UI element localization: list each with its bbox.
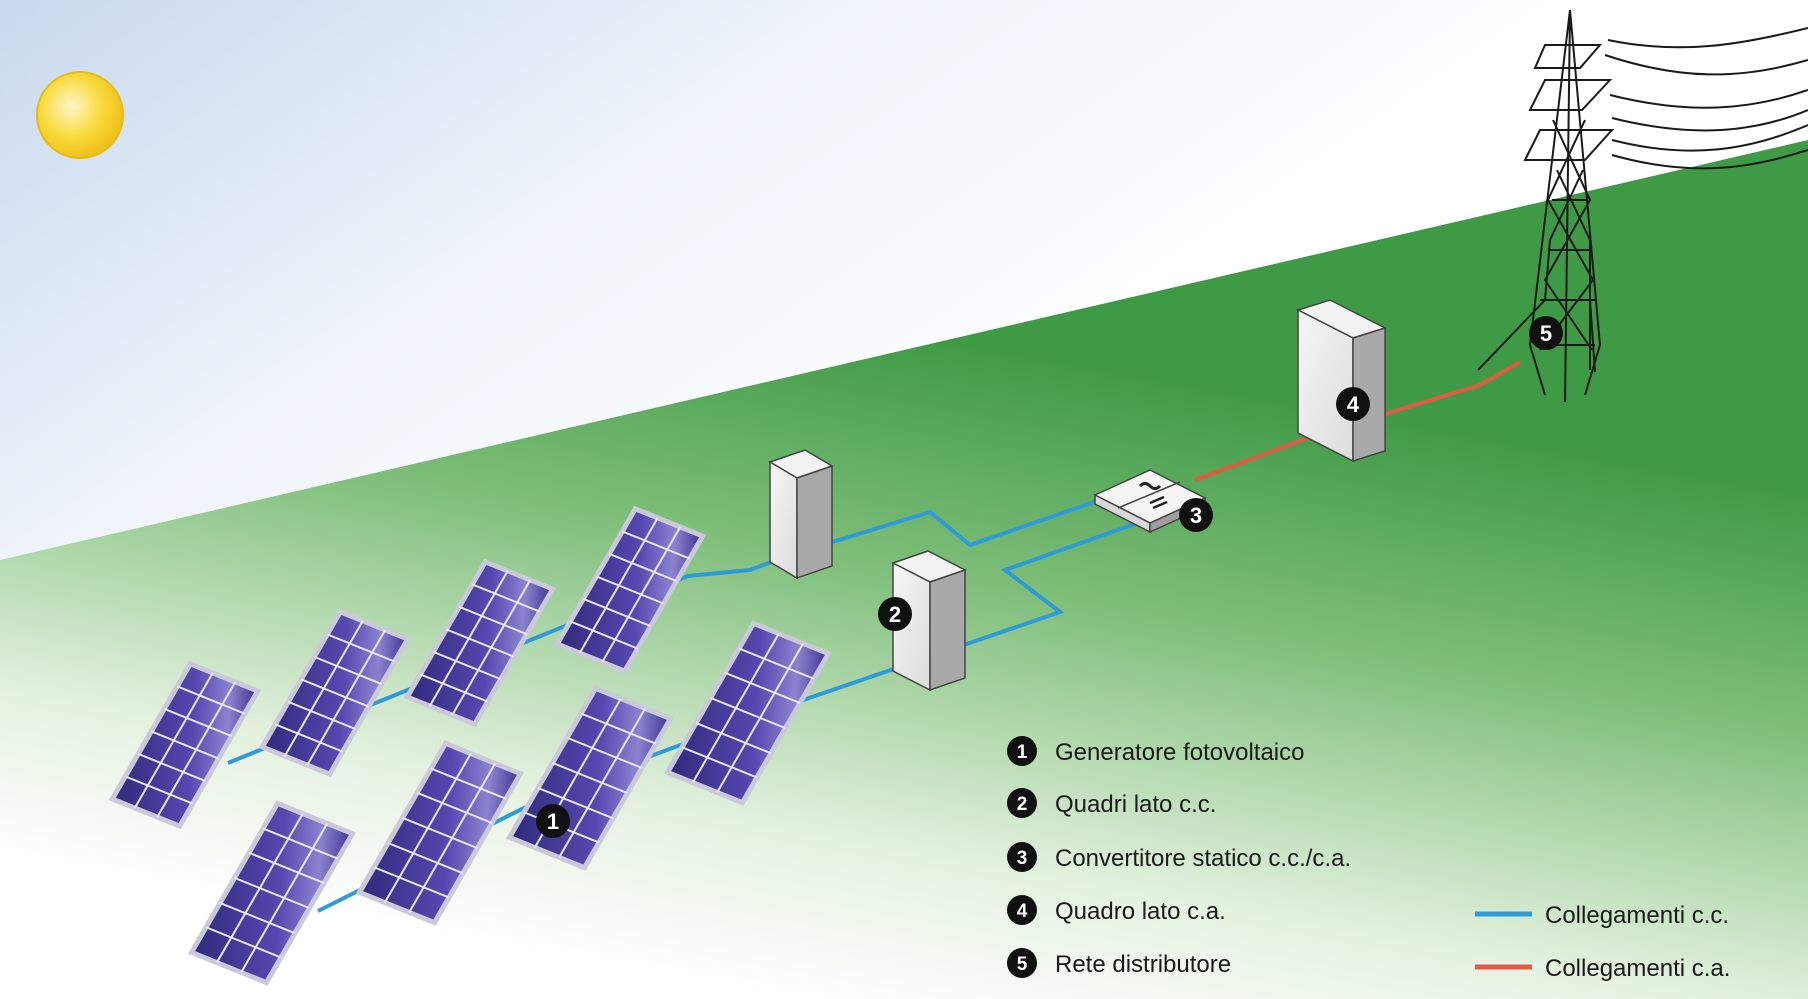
legend-line-dc: Collegamenti c.c. bbox=[1475, 902, 1729, 929]
solar-panel bbox=[258, 608, 412, 778]
pv-string-upper bbox=[108, 505, 707, 830]
solar-panel bbox=[187, 800, 357, 986]
solar-panel bbox=[663, 620, 833, 806]
legend-components: 1 Generatore fotovoltaico 2 Quadri lato … bbox=[1007, 736, 1351, 978]
solar-panel bbox=[403, 558, 557, 728]
svg-text:5: 5 bbox=[1540, 321, 1552, 346]
solar-panel bbox=[355, 740, 525, 926]
marker-3: 3 bbox=[1179, 498, 1213, 532]
legend-item-1: 1 Generatore fotovoltaico bbox=[1007, 736, 1304, 766]
legend-line-ac: Collegamenti c.a. bbox=[1475, 955, 1730, 982]
ac-switchboard bbox=[1296, 299, 1387, 463]
legend-item-3: 3 Convertitore statico c.c./c.a. bbox=[1007, 842, 1351, 872]
svg-text:2: 2 bbox=[889, 602, 901, 627]
legend-lines: Collegamenti c.c. Collegamenti c.a. bbox=[1475, 902, 1730, 982]
marker-4: 4 bbox=[1336, 387, 1370, 421]
pv-string-lower bbox=[187, 620, 833, 986]
legend-item-2: 2 Quadri lato c.c. bbox=[1007, 788, 1216, 818]
legend-line-label: Collegamenti c.a. bbox=[1545, 955, 1730, 982]
legend-label: Rete distributore bbox=[1055, 951, 1231, 978]
legend-label: Convertitore statico c.c./c.a. bbox=[1055, 845, 1351, 872]
svg-text:3: 3 bbox=[1017, 848, 1028, 869]
svg-text:4: 4 bbox=[1017, 901, 1028, 922]
legend-item-4: 4 Quadro lato c.a. bbox=[1007, 895, 1226, 925]
legend-label: Quadri lato c.c. bbox=[1055, 791, 1216, 818]
svg-text:1: 1 bbox=[547, 809, 559, 834]
svg-text:2: 2 bbox=[1017, 794, 1028, 815]
ac-line bbox=[1194, 360, 1521, 482]
svg-text:1: 1 bbox=[1017, 742, 1028, 763]
dc-switchboard-lower bbox=[891, 550, 967, 692]
marker-1: 1 bbox=[536, 804, 570, 838]
transmission-tower bbox=[1477, 9, 1808, 403]
legend-item-5: 5 Rete distributore bbox=[1007, 948, 1231, 978]
solar-panel bbox=[553, 505, 707, 675]
svg-text:4: 4 bbox=[1347, 392, 1360, 417]
sun-icon bbox=[36, 71, 124, 159]
solar-panel bbox=[108, 660, 262, 830]
svg-text:3: 3 bbox=[1190, 503, 1202, 528]
legend-line-label: Collegamenti c.c. bbox=[1545, 902, 1729, 929]
marker-2: 2 bbox=[878, 597, 912, 631]
marker-5: 5 bbox=[1529, 316, 1563, 350]
dc-switchboard-upper bbox=[768, 449, 834, 580]
legend-label: Generatore fotovoltaico bbox=[1055, 739, 1304, 766]
legend-label: Quadro lato c.a. bbox=[1055, 898, 1226, 925]
svg-text:5: 5 bbox=[1017, 954, 1028, 975]
